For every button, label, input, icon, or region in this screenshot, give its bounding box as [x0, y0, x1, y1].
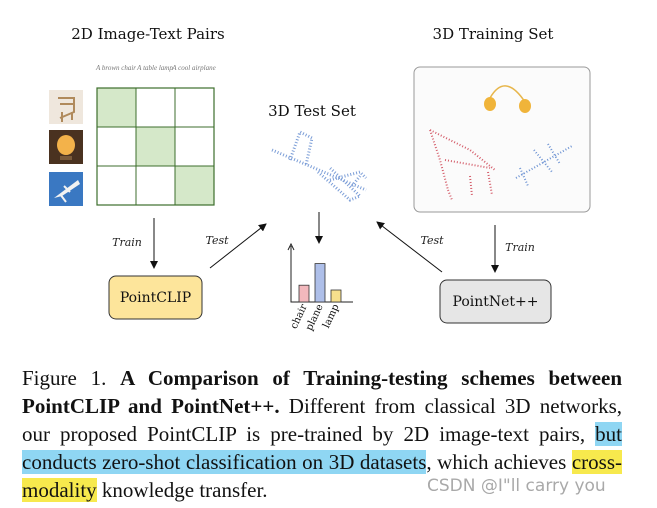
caption-prefix: Figure 1.: [22, 366, 107, 390]
figure-diagram: 2D Image-Text Pairs 3D Training Set 3D T…: [49, 25, 591, 333]
caption-lamp: A table lamp: [136, 64, 173, 72]
title-2d-pairs: 2D Image-Text Pairs: [71, 25, 224, 43]
title-3d-test: 3D Test Set: [268, 102, 356, 120]
caption-text-1: Different from classical 3D networks, ou…: [22, 394, 622, 446]
bar-lamp: [330, 289, 342, 303]
chair-image: [49, 90, 83, 124]
pointnet-label: PointNet++: [452, 294, 538, 310]
caption-bold-title: A Comparison of Training-testing schemes…: [22, 366, 623, 418]
caption-text-3: knowledge transfer.: [96, 478, 268, 502]
test-label-left: Test: [205, 234, 229, 247]
arrow-test-right: [376, 221, 443, 273]
pointclip-box: [108, 275, 203, 320]
figure-caption: Figure 1. A Comparison of Training-testi…: [22, 364, 622, 504]
image-thumbnails: [49, 90, 83, 206]
watermark: CSDN @I"ll carry you: [427, 476, 606, 496]
bar-chair: [298, 284, 310, 303]
training-pointclouds: [429, 85, 573, 201]
train-label-right: Train: [505, 241, 535, 254]
test-label-right: Test: [420, 234, 444, 247]
test-airplane-pointcloud: [271, 129, 368, 202]
similarity-grid: [96, 87, 215, 206]
caption-airplane: A cool airplane: [171, 64, 215, 72]
train-label-left: Train: [112, 236, 142, 249]
arrow-test-left: [209, 223, 267, 269]
training-set-panel: [413, 66, 591, 213]
pointclip-label: PointCLIP: [120, 290, 191, 306]
pointnet-box: [439, 279, 552, 324]
bar-chart-y-arrow: [287, 242, 295, 251]
caption-text-2: , which achieves: [426, 450, 572, 474]
title-3d-training: 3D Training Set: [433, 25, 554, 43]
bar-plane: [314, 263, 326, 303]
caption-chair: A brown chair: [95, 64, 136, 72]
